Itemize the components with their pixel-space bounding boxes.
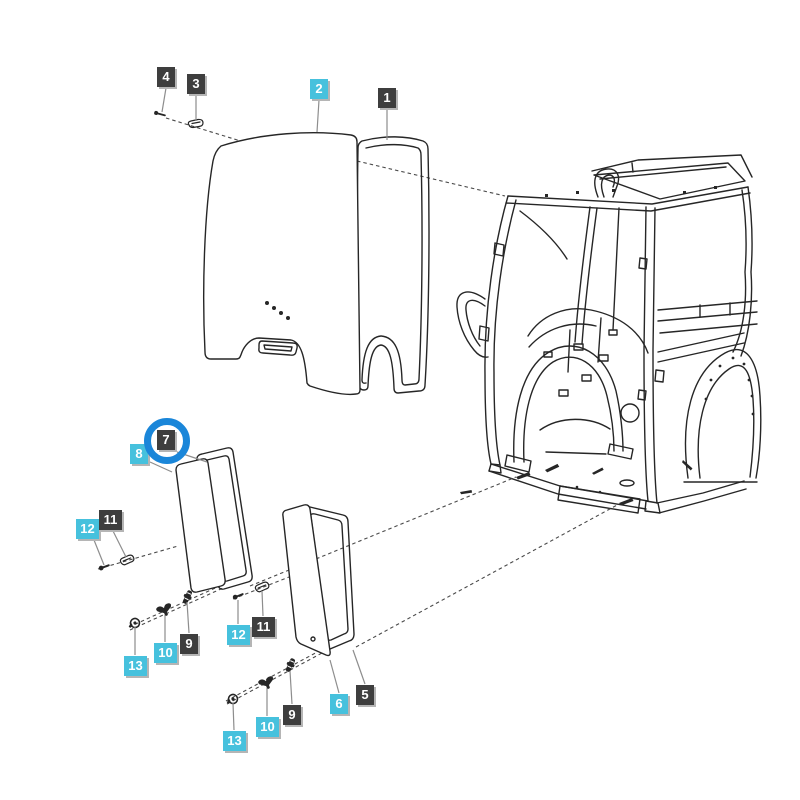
callout-7-highlighted[interactable]: 7 xyxy=(157,430,175,450)
rear-window-glass xyxy=(282,504,331,657)
callout-12-front[interactable]: 12 xyxy=(76,519,99,539)
callout-4[interactable]: 4 xyxy=(157,67,175,87)
rear-window-clamp xyxy=(258,676,274,689)
front-window-screw xyxy=(98,564,110,571)
callout-11-rear[interactable]: 11 xyxy=(252,617,275,637)
callout-8[interactable]: 8 xyxy=(130,444,148,464)
callout-10-front[interactable]: 10 xyxy=(154,643,177,663)
rear-window-pin xyxy=(285,658,295,672)
callout-13-front[interactable]: 13 xyxy=(124,656,147,676)
windshield-seal xyxy=(356,136,430,394)
callout-2[interactable]: 2 xyxy=(310,79,328,99)
windshield-clip xyxy=(187,118,204,129)
rear-window-screw xyxy=(232,593,244,600)
mounting-studs xyxy=(460,460,693,506)
front-window-clamp xyxy=(156,603,172,616)
front-window-pin xyxy=(182,590,192,604)
callout-9-rear[interactable]: 9 xyxy=(283,705,301,725)
callout-6[interactable]: 6 xyxy=(330,694,348,714)
rear-window-nut xyxy=(226,693,239,705)
rear-window-clip xyxy=(254,581,270,593)
cab-frame xyxy=(456,154,762,514)
callout-12-rear[interactable]: 12 xyxy=(227,625,250,645)
callout-leader-lines xyxy=(93,87,388,731)
front-window-glass xyxy=(175,458,226,593)
projection-lines xyxy=(97,117,620,705)
front-window-clip xyxy=(119,554,135,566)
callout-3[interactable]: 3 xyxy=(187,74,205,94)
callout-1[interactable]: 1 xyxy=(378,88,396,108)
front-window-nut xyxy=(128,617,141,629)
callout-5[interactable]: 5 xyxy=(356,685,374,705)
windshield-screw xyxy=(154,110,166,117)
windshield-glass xyxy=(202,132,361,396)
callout-10-rear[interactable]: 10 xyxy=(256,717,279,737)
callout-13-rear[interactable]: 13 xyxy=(223,731,246,751)
callout-11-front[interactable]: 11 xyxy=(99,510,122,530)
callout-9-front[interactable]: 9 xyxy=(180,634,198,654)
